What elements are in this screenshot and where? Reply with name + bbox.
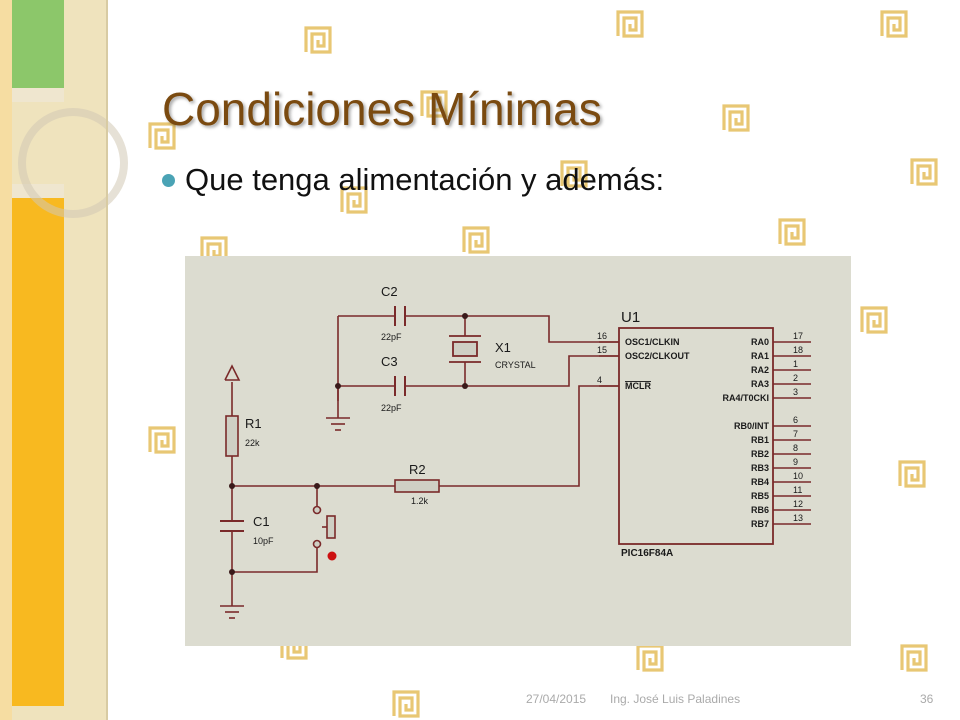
ground-symbols xyxy=(220,364,350,619)
circuit-wires xyxy=(231,315,619,606)
circle-decor xyxy=(18,108,128,218)
bullet-dot-icon xyxy=(162,173,175,187)
greek-key-icon xyxy=(304,26,332,54)
chip-pin-right-13-number: 13 xyxy=(793,513,803,523)
greek-key-icon xyxy=(778,218,806,246)
chip-pin-right-2-label: RA3 xyxy=(751,379,769,389)
chip-pin-left-4-number: 4 xyxy=(597,375,602,385)
c2-value: 22pF xyxy=(381,332,402,342)
chip-pin-right-12-number: 12 xyxy=(793,499,803,509)
circuit-schematic: C2 22pF C3 22pF X1 CRYSTAL R1 22k R2 1.2… xyxy=(185,256,851,646)
yellow-decor-bar xyxy=(12,198,64,706)
x1-label: X1 xyxy=(495,340,511,355)
resistor-r2 xyxy=(394,479,440,493)
greek-key-icon xyxy=(148,426,176,454)
chip-pin-left-16-label: OSC1/CLKIN xyxy=(625,337,680,347)
c1-label: C1 xyxy=(253,514,270,529)
greek-key-icon xyxy=(148,122,176,150)
chip-pin-right-17-number: 17 xyxy=(793,331,803,341)
chip-pin-right-18-number: 18 xyxy=(793,345,803,355)
capacitor-c2 xyxy=(394,306,406,326)
r2-value: 1.2k xyxy=(411,496,429,506)
slide-title: Condiciones Mínimas xyxy=(162,83,602,135)
r1-value: 22k xyxy=(245,438,260,448)
left-decor-strip xyxy=(0,0,12,720)
chip-pin-left-15-number: 15 xyxy=(597,345,607,355)
chip-pin-right-9-label: RB3 xyxy=(751,463,769,473)
chip-pin-right-3-number: 3 xyxy=(793,387,798,397)
chip-pin-left-4-label: MCLR xyxy=(625,381,651,391)
c3-label: C3 xyxy=(381,354,398,369)
greek-key-icon xyxy=(910,158,938,186)
chip-pin-right-8-label: RB2 xyxy=(751,449,769,459)
c3-value: 22pF xyxy=(381,403,402,413)
crystal-x1 xyxy=(449,335,481,363)
footer-date: 27/04/2015 xyxy=(526,692,587,706)
u1-part: PIC16F84A xyxy=(621,548,673,559)
chip-pin-right-11-number: 11 xyxy=(793,485,802,495)
chip-pin-right-10-label: RB4 xyxy=(751,477,769,487)
u1-label: U1 xyxy=(621,309,640,326)
chip-pin-right-10-number: 10 xyxy=(793,471,803,481)
chip-pin-left-15-label: OSC2/CLKOUT xyxy=(625,351,690,361)
footer-page-number: 36 xyxy=(920,692,934,706)
greek-key-icon xyxy=(900,644,928,672)
chip-pin-right-3-label: RA4/T0CKI xyxy=(722,393,769,403)
chip-pin-right-8-number: 8 xyxy=(793,443,798,453)
push-button-switch xyxy=(312,505,336,549)
greek-key-icon xyxy=(722,104,750,132)
band-edge-line xyxy=(106,0,108,720)
r2-label: R2 xyxy=(409,462,426,477)
bullet-text: Que tenga alimentación y además: xyxy=(185,162,665,197)
chip-pin-right-11-label: RB5 xyxy=(751,491,769,501)
chip-pin-right-17-label: RA0 xyxy=(751,337,769,347)
chip-pins: 16OSC1/CLKIN15OSC2/CLKOUT4MCLR17RA018RA1… xyxy=(597,331,811,529)
greek-key-icon xyxy=(340,186,368,214)
c2-label: C2 xyxy=(381,284,398,299)
chip-pin-right-12-label: RB6 xyxy=(751,505,769,515)
greek-key-icon xyxy=(616,10,644,38)
chip-pin-right-1-label: RA2 xyxy=(751,365,769,375)
greek-key-icon xyxy=(560,160,588,188)
capacitor-c3 xyxy=(394,376,406,396)
cream-decor-bar xyxy=(12,88,64,102)
greek-key-icon xyxy=(898,460,926,488)
greek-key-icon xyxy=(420,90,448,118)
greek-key-icon xyxy=(636,644,664,672)
chip-pin-right-7-number: 7 xyxy=(793,429,798,439)
greek-key-icon xyxy=(462,226,490,254)
x1-value: CRYSTAL xyxy=(495,360,536,370)
chip-pin-right-6-number: 6 xyxy=(793,415,798,425)
chip-pin-left-16-number: 16 xyxy=(597,331,607,341)
chip-pin-right-2-number: 2 xyxy=(793,373,798,383)
chip-pin-right-18-label: RA1 xyxy=(751,351,769,361)
green-decor-bar xyxy=(12,0,64,88)
chip-pin-right-7-label: RB1 xyxy=(751,435,769,445)
footer-author: Ing. José Luis Paladines xyxy=(610,692,741,706)
button-indicator-icon xyxy=(327,551,337,561)
greek-key-icon xyxy=(860,306,888,334)
bullet-item: Que tenga alimentación y además: xyxy=(162,162,664,198)
c1-value: 10pF xyxy=(253,536,274,546)
r1-label: R1 xyxy=(245,416,262,431)
chip-pin-right-13-label: RB7 xyxy=(751,519,769,529)
chip-u1 xyxy=(618,327,774,545)
greek-key-icon xyxy=(392,690,420,718)
chip-pin-right-6-label: RB0/INT xyxy=(734,421,770,431)
junction-dots xyxy=(229,313,468,575)
capacitor-c1 xyxy=(220,520,244,532)
chip-pin-right-1-number: 1 xyxy=(793,359,798,369)
greek-key-icon xyxy=(880,10,908,38)
resistor-r1 xyxy=(225,415,239,457)
chip-pin-right-9-number: 9 xyxy=(793,457,798,467)
